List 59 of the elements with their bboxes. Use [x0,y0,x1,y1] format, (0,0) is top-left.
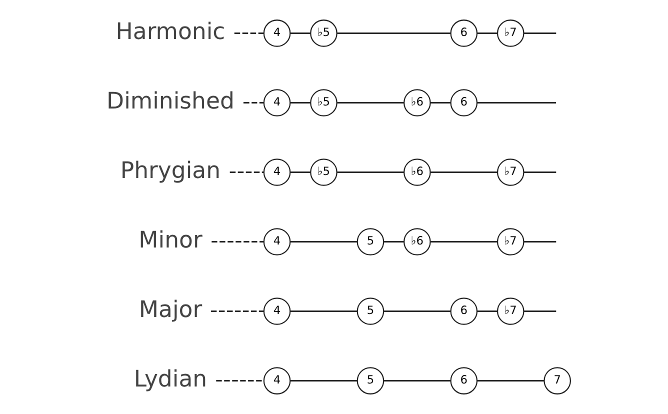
node-text: Lydian [134,366,208,392]
connector [524,172,556,173]
node-text: Minor [138,227,202,254]
node-text: Phrygian [120,158,221,184]
connector [384,241,404,242]
node-circle: 5 [356,298,384,325]
node-text: Harmonic [116,18,226,45]
node-circle: 5 [356,228,384,256]
connector [430,102,451,104]
connector [216,380,264,382]
node-circle: ♭5 [310,89,338,116]
connector [290,380,358,382]
node-circle: ♭6 [404,158,431,186]
connector [524,310,556,312]
node-circle: 4 [263,367,291,394]
node-circle: 4 [263,158,291,186]
node-circle: 5 [356,367,384,394]
connector [524,241,556,242]
connector [290,241,358,242]
node-circle: ♭7 [496,228,524,256]
connector [477,310,498,312]
node-circle: ♭7 [496,298,524,325]
node-circle: ♭7 [496,20,524,47]
connector [337,172,404,173]
node-text: Major [138,296,202,323]
connector [477,32,498,34]
connector [290,172,310,173]
node-circle: ♭7 [496,158,524,186]
connector [384,310,451,312]
node-circle: ♭6 [404,228,431,256]
connector [290,310,358,312]
connector [212,241,264,242]
node-circle: 6 [450,367,478,394]
node-circle: 4 [263,20,291,47]
node-circle: ♭6 [404,89,431,116]
node-circle: ♭5 [310,20,338,47]
connector [234,32,264,34]
connector [230,172,264,173]
connector [337,32,451,34]
node-circle: 4 [263,228,291,256]
connector [477,380,544,382]
node-circle: 6 [450,89,478,116]
node-circle: ♭5 [310,158,338,186]
connector [211,310,264,312]
node-circle: 6 [450,298,478,325]
connector [290,32,310,34]
connector [430,172,498,173]
node-circle: 4 [263,89,291,116]
connector [337,102,404,104]
node-text: Diminished [106,88,234,114]
connector [430,241,498,242]
node-circle: 4 [263,298,291,325]
connector [524,32,556,34]
connector [384,380,451,382]
node-circle: 7 [544,367,572,394]
node-circle: 6 [450,20,478,47]
connector [290,102,310,104]
connector [477,102,556,104]
connector [243,102,264,104]
